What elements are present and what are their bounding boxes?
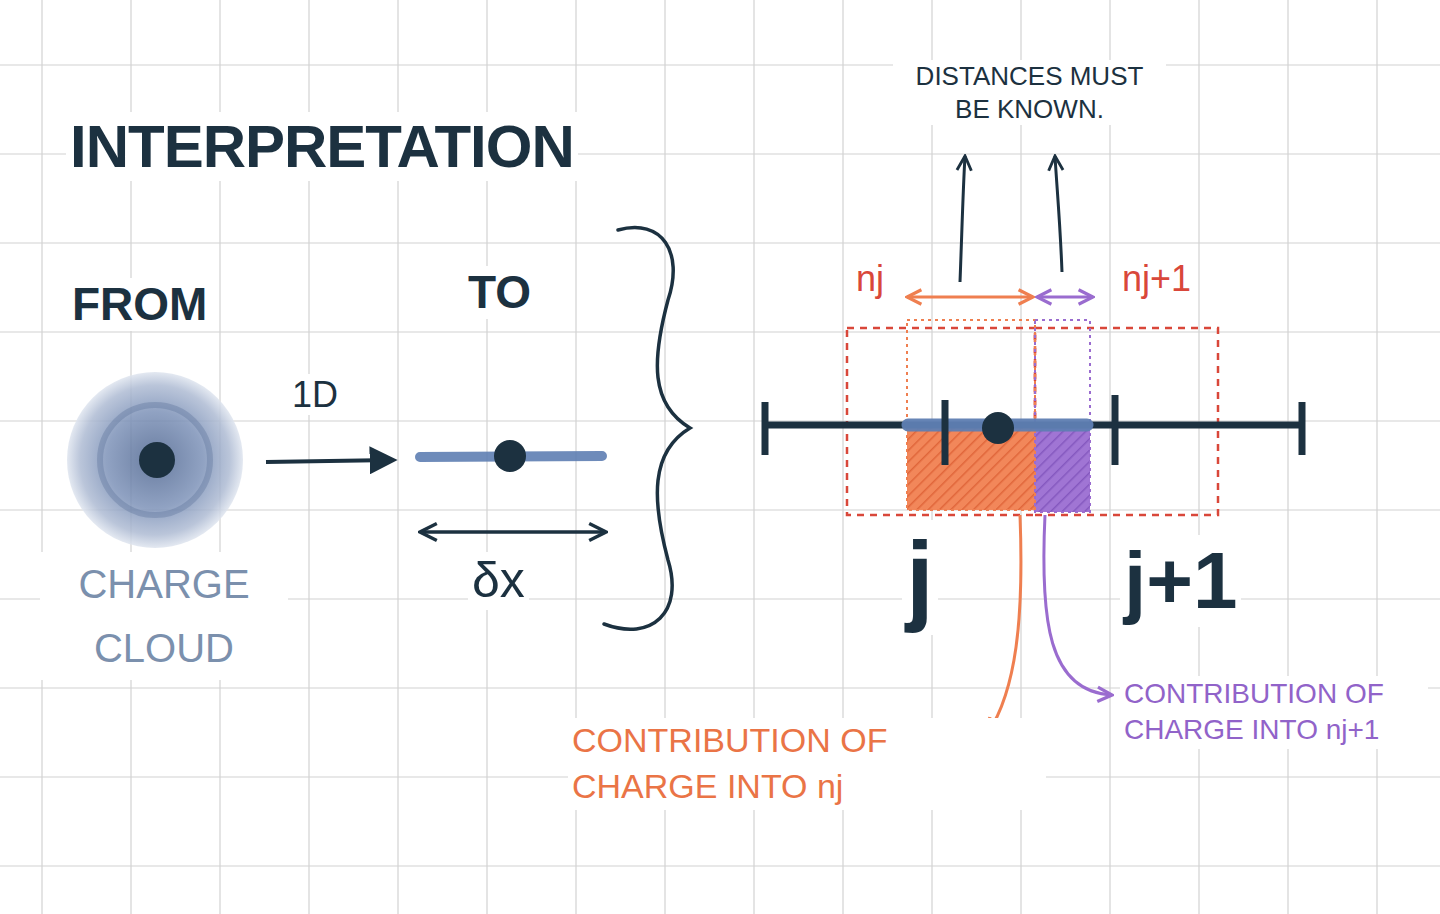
cell-index: j [902,520,938,635]
point-charge [982,412,1014,444]
callout-text: CONTRIBUTION OF CHARGE INTO nj [568,718,1046,810]
leader-line [1044,515,1112,695]
callout-text: CONTRIBUTION OF CHARGE INTO nj+1 [1120,676,1428,749]
axis-tick [762,402,769,455]
grid-line [0,865,1440,866]
axis-tick [1299,402,1306,455]
charge-extent-j [907,320,1035,510]
arrow-label: 1D [288,374,342,415]
cell-density-label: nj+1 [1118,258,1195,299]
charge-cloud [67,372,243,548]
cloud-ring [100,405,210,515]
grid-axis [765,422,1302,429]
figure-caption: CHARGE CLOUD [40,552,288,680]
leader-line [988,515,1021,733]
page-title: INTERPRETATION [66,112,578,181]
dimension-label: δx [468,552,529,610]
grid-line [0,242,1440,243]
distance-arrow [1037,296,1093,299]
grid-line [0,331,1440,332]
axis-tick [942,400,949,465]
charge-extent-j1 [1035,320,1090,512]
axis-tick [1112,395,1119,465]
curly-brace [604,228,690,630]
width-dimension [420,530,606,534]
cell-density-label: nj [852,258,888,299]
distance-arrow [907,296,1033,299]
grid-line [0,64,1440,65]
section-label: TO [464,266,535,319]
note-text: DISTANCES MUST BE KNOWN. [893,60,1166,125]
cell-index: j+1 [1120,535,1241,627]
section-label: FROM [68,278,211,331]
transform-arrow [266,460,392,462]
leader-arrow [1055,156,1062,272]
contribution-j1 [1035,425,1090,512]
point-charge [139,442,175,478]
point-charge [494,440,526,472]
leader-arrow [960,156,965,282]
contribution-j [907,425,1035,510]
